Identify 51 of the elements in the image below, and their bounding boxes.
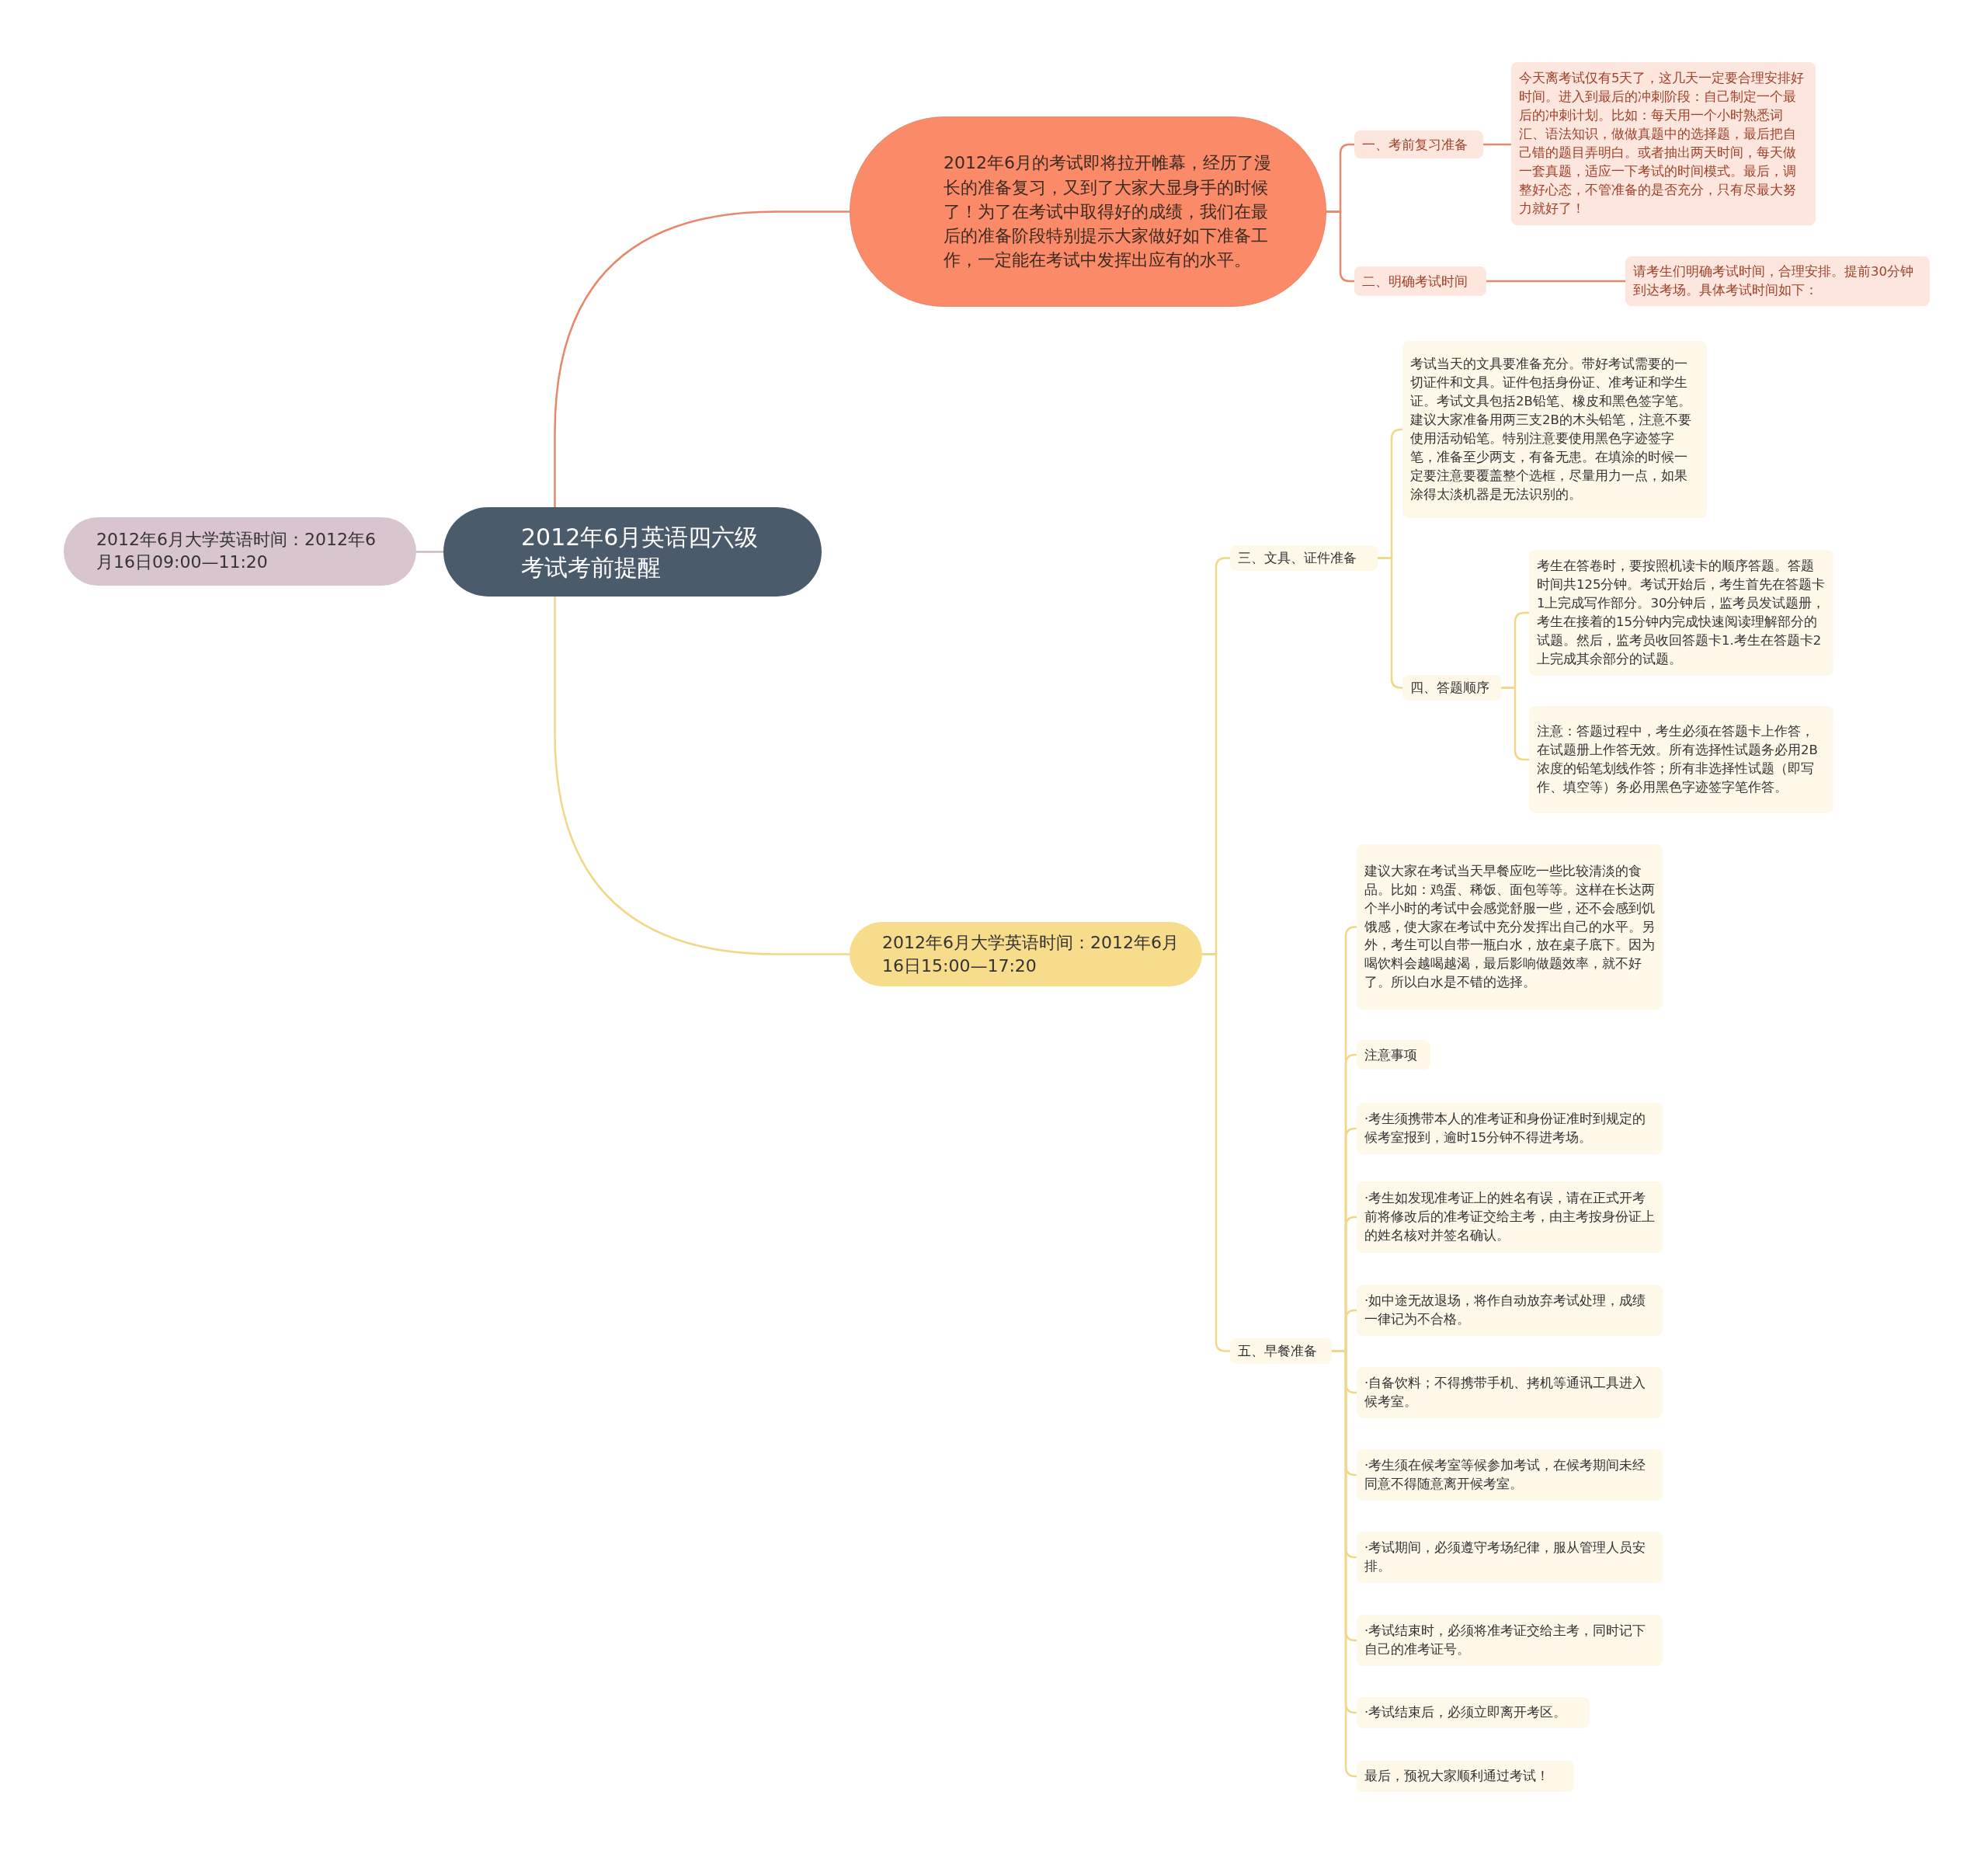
- branch-line: [1483, 143, 1511, 146]
- note-card: [1357, 1449, 1663, 1501]
- topic-text: 2012年6月大学英语时间：2012年6月16日15:00—17:20: [882, 931, 1179, 977]
- topic-text: ·考试结束后，必须立即离开考区。: [1364, 1704, 1567, 1722]
- subtopic-box: [1230, 1338, 1332, 1364]
- topic-text: 二、明确考试时间: [1362, 272, 1468, 290]
- topic-text: ·自备饮料；不得携带手机、拷机等通讯工具进入候考室。: [1364, 1375, 1647, 1411]
- topic-text: 2012年6月的考试即将拉开帷幕，经历了漫长的准备复习，又到了大家大显身手的时候了！为了在考试中取得好的成绩，我们在最后的准备阶段特别提示大家做好如下准备工作，一定能在考试中发挥出应有的水平。: [944, 152, 1271, 272]
- topic-text: 一、考前复习准备: [1362, 135, 1468, 154]
- subtopic-box: [1402, 675, 1501, 701]
- topic-text: 最后，预祝大家顺利通过考试！: [1364, 1768, 1549, 1786]
- branch-line: [554, 597, 850, 955]
- topic-text: ·考生须在候考室等候参加考试，在候考期间未经同意不得随意离开候考室。: [1364, 1457, 1647, 1493]
- branch-line: [416, 551, 443, 553]
- topic-text: 2012年6月英语四六级考试考前提醒: [521, 522, 759, 583]
- note-card: [1357, 1761, 1574, 1792]
- note-card: [1357, 1532, 1663, 1583]
- topic-text: 注意：答题过程中，考生必须在答题卡上作答，在试题册上作答无效。所有选择性试题务必用2B浓度的铅笔划线作答；所有非选择性试题（即写作、填空等）务必用黑色字迹签字笔作答。: [1537, 723, 1819, 796]
- note-card: [1357, 1040, 1430, 1070]
- note-card: [1357, 1615, 1663, 1666]
- topic-text: ·考生须携带本人的准考证和身份证准时到规定的候考室报到，逾时15分钟不得进考场。: [1364, 1111, 1647, 1146]
- topic-text: 建议大家在考试当天早餐应吃一些比较清淡的食品。比如：鸡蛋、稀饭、面包等等。这样在长达两个半小时的考试中会感觉舒服一些，还不会感到饥饿感，使大家在考试中充分发挥出自己的水平。另外，考生可以自带一瓶白水，放在桌子底下。因为喝饮料会越喝越渴，最后影响做题效率，就不好了。所以白水是不错的选择。: [1364, 862, 1655, 992]
- note-card: [1357, 1181, 1663, 1253]
- subtopic-box: [1230, 545, 1378, 571]
- topic-text: 2012年6月大学英语时间：2012年6月16日09:00—11:20: [96, 529, 377, 573]
- topic-text: 三、文具、证件准备: [1238, 549, 1357, 567]
- topic-text: 考生在答卷时，要按照机读卡的顺序答题。答题时间共125分钟。考试开始后，考生首先在答题卡1上完成写作部分。30分钟后，监考员发试题册，考生在接着的15分钟内完成快速阅读理解部分的试题。然后，监考员收回答题卡1.考生在答题卡2上完成其余部分的试题。: [1537, 558, 1826, 668]
- topic-text: 请考生们明确考试时间，合理安排。提前30分钟到达考场。具体考试时间如下：: [1633, 263, 1914, 299]
- topic-text: 考试当天的文具要准备充分。带好考试需要的一切证件和文具。证件包括身份证、准考证和学生证。考试文具包括2B铅笔、橡皮和黑色签字笔。建议大家准备用两三支2B的木头铅笔，注意不要使用活动铅笔。特别注意要使用黑色字迹签字笔，准备至少两支，有备无患。在填涂的时候一定要注意要覆盖整个选框，尽量用力一点，如果涂得太淡机器是无法识别的。: [1410, 356, 1692, 503]
- note-card: [1529, 706, 1833, 813]
- topic-text: 注意事项: [1364, 1045, 1417, 1064]
- note-card: [1529, 550, 1833, 676]
- topic-text: 五、早餐准备: [1238, 1342, 1317, 1360]
- topic-text: ·考生如发现准考证上的姓名有误，请在正式开考前将修改后的准考证交给主考，由主考按身份证上的姓名核对并签名确认。: [1364, 1190, 1655, 1244]
- topic-text: 今天离考试仅有5天了，这几天一定要合理安排好时间。进入到最后的冲刺阶段：自己制定一个最后的冲刺计划。比如：每天用一个小时熟悉词汇、语法知识，做做真题中的选择题，最后把自己错的题目弄明白。或者抽出两天时间，每天做一套真题，适应一下考试的时间模式。最后，调整好心态，不管准备的是否充分，只有尽最大努力就好了！: [1519, 70, 1806, 217]
- note-card: [1357, 1367, 1663, 1418]
- subtopic-box: [1354, 266, 1486, 296]
- branch-line: [554, 210, 850, 507]
- note-card: [1357, 844, 1663, 1010]
- branch-line: [1486, 280, 1625, 283]
- branch-line: [1378, 557, 1402, 689]
- note-card: [1402, 341, 1707, 518]
- note-card: [1357, 1103, 1663, 1154]
- topic-text: 四、答题顺序: [1410, 679, 1489, 697]
- topic-text: ·如中途无故退场，将作自动放弃考试处理，成绩一律记为不合格。: [1364, 1292, 1647, 1328]
- note-card: [1357, 1697, 1590, 1728]
- topic-text: ·考试结束时，必须将准考证交给主考，同时记下自己的准考证号。: [1364, 1623, 1647, 1658]
- note-card: [1625, 256, 1930, 306]
- topic-text: ·考试期间，必须遵守考场纪律，服从管理人员安排。: [1364, 1539, 1647, 1575]
- subtopic-box: [1354, 130, 1483, 158]
- note-card: [1357, 1285, 1663, 1336]
